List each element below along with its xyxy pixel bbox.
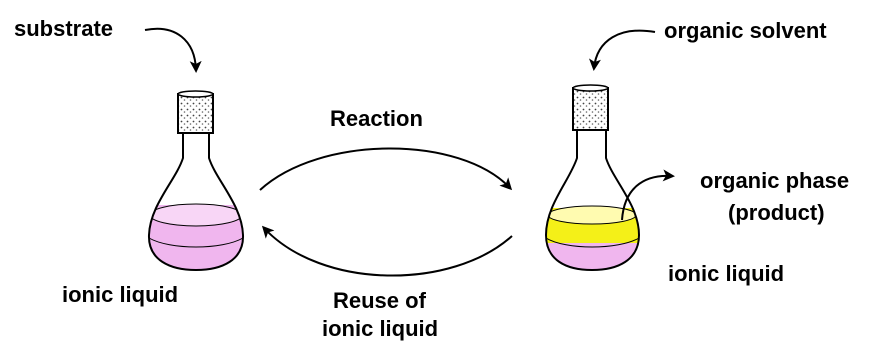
reuse-arrow <box>261 225 513 277</box>
solvent-arrow <box>589 29 656 71</box>
right-flask <box>544 84 641 272</box>
organic-phase-arrow <box>621 169 675 221</box>
left-flask <box>147 90 245 272</box>
reaction-arrow <box>259 147 513 191</box>
ionic-liquid-left-label: ionic liquid <box>62 282 179 307</box>
stopper-left <box>177 93 214 134</box>
ionic-liquid-surface-left <box>149 203 243 227</box>
reuse-ionic-liquid-label: ionic liquid <box>322 316 439 341</box>
stopper-right <box>572 87 609 131</box>
product-label: (product) <box>728 200 825 225</box>
reaction-label: Reaction <box>330 106 423 131</box>
substrate-label: substrate <box>14 16 114 41</box>
substrate-arrow <box>144 27 202 73</box>
organic-solvent-label: organic solvent <box>664 18 827 43</box>
ionic-liquid-right-label: ionic liquid <box>668 261 785 286</box>
reuse-label: Reuse of <box>333 288 426 313</box>
organic-phase-label: organic phase <box>700 168 850 193</box>
